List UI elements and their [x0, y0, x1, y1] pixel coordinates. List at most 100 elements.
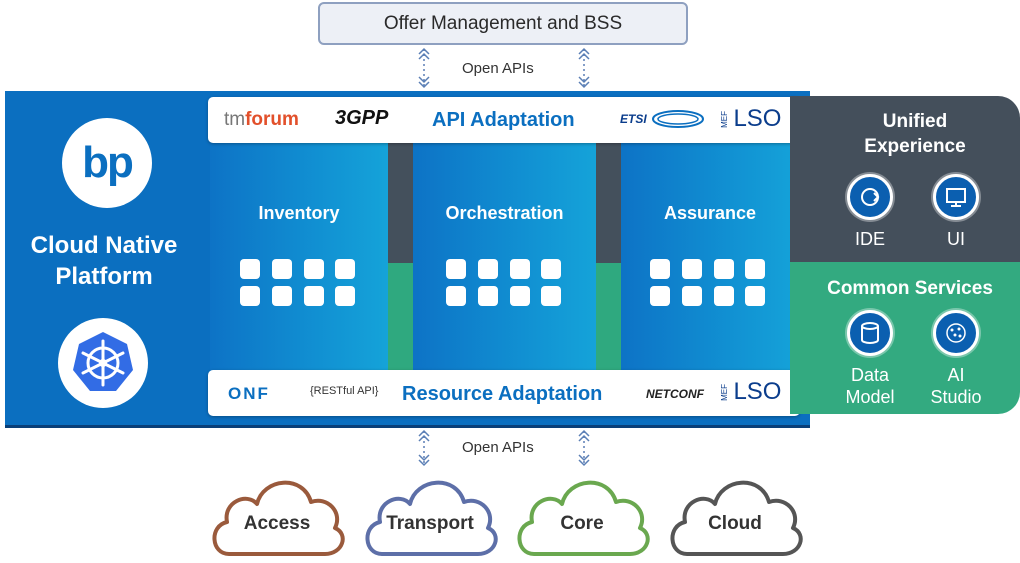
open-apis-top-label: Open APIs [462, 60, 534, 77]
module-dot [745, 286, 765, 306]
platform-title: Cloud Native Platform [18, 230, 190, 292]
offer-management-label: Offer Management and BSS [383, 12, 623, 34]
ai-studio-label-line2: Studio [930, 387, 982, 407]
open-apis-bottom-label: Open APIs [462, 439, 534, 456]
data-model-label-line1: Data [850, 365, 890, 385]
tmforum-logo: tmforum [224, 109, 299, 131]
cloud-label: Transport [386, 513, 474, 534]
3gpp-logo: 3GPP [335, 107, 389, 129]
module-dot [541, 286, 561, 306]
offer-management-box: Offer Management and BSS [318, 2, 688, 45]
restful-api-logo: {RESTful API} [310, 385, 379, 397]
platform-band-shadow [5, 425, 810, 428]
column-gap-dark-1 [388, 143, 413, 263]
double-chevron-arrow-right-top [578, 47, 590, 89]
module-dot [714, 259, 734, 279]
core-cloud: Core [512, 468, 652, 558]
etsi-swirl-icon [652, 110, 705, 128]
column-gap-green-1 [388, 263, 413, 371]
assurance-column: Assurance [621, 143, 799, 371]
assurance-label: Assurance [663, 203, 757, 223]
mef-lso-mef: MEF [720, 110, 729, 128]
inventory-label: Inventory [258, 203, 340, 223]
module-dot [714, 286, 734, 306]
ide-label: IDE [854, 229, 885, 249]
ide-icon [847, 174, 893, 220]
module-dot [446, 259, 466, 279]
module-dot [682, 259, 702, 279]
column-gap-dark-2 [596, 143, 621, 263]
module-dot [650, 259, 670, 279]
double-chevron-arrow-left-top [418, 47, 430, 89]
orchestration-column: Orchestration [413, 143, 596, 371]
module-dot [240, 286, 260, 306]
data-model-label-line2: Model [845, 387, 895, 407]
column-gap-green-2 [596, 263, 621, 371]
transport-cloud: Transport [360, 468, 500, 558]
module-dot [478, 259, 498, 279]
mef-lso-bottom-text: LSO [733, 378, 782, 405]
common-services-panel: Common Services Data Model AI Studio [790, 262, 1020, 414]
tmforum-logo-forum: forum [245, 109, 299, 130]
mef-lso-logo: MEF LSO [720, 105, 781, 133]
cloud-shape-icon [365, 480, 498, 556]
module-dot [304, 286, 324, 306]
cloud-shape-icon [212, 480, 345, 556]
tmforum-logo-tm: tm [224, 109, 246, 130]
module-dot [510, 259, 530, 279]
ai-studio-label: AI Studio [921, 364, 991, 408]
cloud-cloud: Cloud [665, 468, 805, 558]
unified-experience-title-line2: Experience [864, 136, 966, 157]
module-dot [446, 286, 466, 306]
module-dot [304, 259, 324, 279]
cloud-label: Access [243, 513, 311, 534]
api-adaptation-bar: tmforum 3GPP API Adaptation ETSI MEF LSO [208, 97, 800, 143]
platform-title-line2: Platform [55, 263, 153, 290]
module-dot [541, 259, 561, 279]
common-services-title: Common Services [827, 278, 993, 299]
onf-logo: ONF [228, 384, 270, 403]
kubernetes-logo [58, 318, 148, 408]
module-dot [745, 259, 765, 279]
netconf-logo: NETCONF [646, 387, 704, 401]
double-chevron-arrow-left-bottom [418, 429, 430, 467]
module-dot [650, 286, 670, 306]
unified-experience-title-line1: Unified [882, 111, 948, 132]
ui-icon [933, 174, 979, 220]
cloud-label: Core [560, 513, 604, 534]
resource-adaptation-title: Resource Adaptation [402, 383, 603, 405]
database-icon [847, 310, 893, 356]
ai-studio-label-line1: AI [947, 365, 965, 385]
etsi-logo: ETSI [620, 108, 705, 130]
module-dot [478, 286, 498, 306]
bp-logo: bp [62, 118, 152, 208]
orchestration-label: Orchestration [445, 203, 564, 223]
cloud-shape-icon [670, 480, 803, 556]
unified-experience-panel: Unified Experience IDE UI [790, 96, 1020, 262]
inventory-column: Inventory [210, 143, 388, 371]
mef-lso-logo-bottom: MEF LSO [720, 378, 781, 406]
module-dot [335, 286, 355, 306]
ui-label: UI [947, 229, 965, 249]
api-adaptation-title: API Adaptation [432, 109, 575, 131]
platform-title-line1: Cloud Native [30, 232, 178, 259]
access-cloud: Access [207, 468, 347, 558]
unified-experience-title: Unified Experience [810, 109, 1020, 159]
cloud-shape-icon [517, 480, 650, 556]
module-dot [682, 286, 702, 306]
data-model-label: Data Model [835, 364, 905, 408]
module-dot [510, 286, 530, 306]
kubernetes-icon [73, 332, 133, 391]
ai-brain-icon [933, 310, 979, 356]
etsi-logo-text: ETSI [620, 112, 647, 127]
module-dot [272, 286, 292, 306]
cloud-label: Cloud [708, 513, 762, 534]
mef-lso-bottom-mef: MEF [720, 383, 729, 401]
module-dot [335, 259, 355, 279]
module-dot [240, 259, 260, 279]
bp-logo-text: bp [82, 138, 134, 187]
mef-lso-text: LSO [733, 105, 782, 132]
double-chevron-arrow-right-bottom [578, 429, 590, 467]
resource-adaptation-bar: ONF {RESTful API} Resource Adaptation NE… [208, 370, 800, 416]
module-dot [272, 259, 292, 279]
